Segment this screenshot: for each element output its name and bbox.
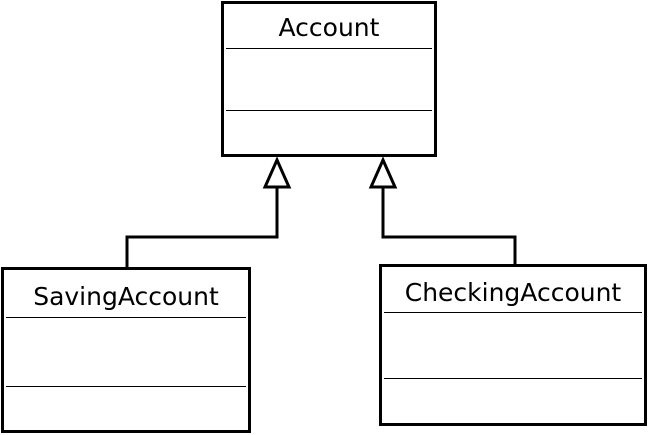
- operations-divider: [384, 378, 642, 379]
- attributes-divider: [226, 48, 432, 49]
- class-box-saving-account[interactable]: SavingAccount: [1, 267, 251, 433]
- class-name-checking-account: CheckingAccount: [404, 278, 622, 307]
- class-box-account[interactable]: Account: [221, 1, 437, 157]
- operations-divider: [226, 110, 432, 111]
- generalization-line-checking: [381, 187, 517, 265]
- generalization-line-saving: [125, 187, 279, 268]
- class-name-saving-account: SavingAccount: [33, 282, 219, 311]
- attributes-divider: [384, 312, 642, 313]
- generalization-saving-to-account: [125, 156, 292, 268]
- inheritance-arrowhead-left: [262, 156, 292, 189]
- attributes-divider: [6, 317, 246, 318]
- class-box-checking-account[interactable]: CheckingAccount: [379, 264, 647, 426]
- inheritance-arrowhead-right: [368, 156, 398, 189]
- operations-divider: [6, 386, 246, 387]
- class-name-account: Account: [278, 13, 380, 42]
- generalization-checking-to-account: [368, 156, 517, 265]
